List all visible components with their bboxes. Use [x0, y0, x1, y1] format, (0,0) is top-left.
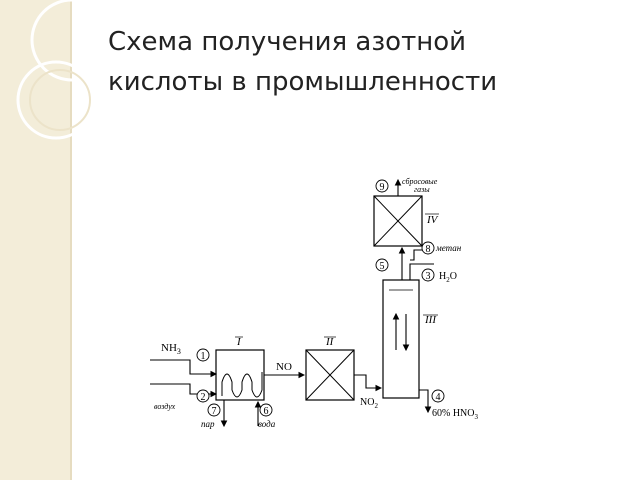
label-h2o: H2O	[439, 271, 457, 284]
label-air: воздух	[154, 402, 176, 411]
label-hno3: 60% HNO3	[432, 408, 479, 421]
svg-text:7: 7	[212, 406, 217, 417]
label-no2: NO2	[360, 397, 378, 410]
title-line-1: Схема получения азотной	[108, 27, 467, 57]
stream-number-7: 7	[207, 403, 221, 417]
stream-number-6: 6	[259, 403, 273, 417]
decorative-circles	[16, 0, 114, 140]
stream-number-1: 1	[196, 348, 210, 362]
svg-text:III: III	[424, 314, 437, 326]
svg-text:I: I	[236, 336, 242, 348]
unit-iii-column	[382, 279, 420, 399]
svg-text:II: II	[325, 336, 335, 348]
label-exhaust-line1: сбросовые	[402, 177, 438, 186]
label-nh3: NH3	[161, 342, 181, 356]
svg-text:8: 8	[426, 244, 431, 255]
svg-text:6: 6	[264, 406, 269, 417]
stream-number-8: 8	[421, 241, 435, 255]
unit-label-iv: IV	[425, 213, 439, 226]
slide-title: Схема получения азотной кислоты в промыш…	[108, 22, 628, 102]
stream-number-2: 2	[196, 389, 210, 403]
svg-text:2: 2	[201, 392, 206, 403]
unit-label-i: I	[235, 336, 243, 348]
stream-number-3: 3	[421, 268, 435, 282]
label-steam: пар	[201, 419, 215, 429]
unit-label-ii: II	[324, 336, 336, 348]
label-methane: метан	[435, 243, 462, 253]
label-exhaust-line2: газы	[414, 185, 430, 194]
stream-number-9: 9	[375, 179, 389, 193]
svg-text:4: 4	[436, 392, 441, 403]
unit-label-iii: III	[423, 314, 438, 326]
label-water: вода	[258, 419, 276, 429]
svg-text:3: 3	[426, 271, 431, 282]
title-line-2: кислоты в промышленности	[108, 67, 498, 97]
unit-iv-box	[373, 195, 423, 247]
stream-number-4: 4	[431, 389, 445, 403]
svg-text:1: 1	[201, 351, 206, 362]
svg-text:IV: IV	[426, 214, 439, 226]
sidebar-border	[70, 0, 72, 480]
unit-ii-box	[305, 349, 355, 401]
decorative-sidebar	[0, 0, 70, 480]
label-no: NO	[276, 361, 292, 373]
svg-text:9: 9	[380, 182, 385, 193]
svg-text:5: 5	[380, 261, 385, 272]
stream-number-5: 5	[375, 258, 389, 272]
unit-i-box	[215, 349, 265, 401]
